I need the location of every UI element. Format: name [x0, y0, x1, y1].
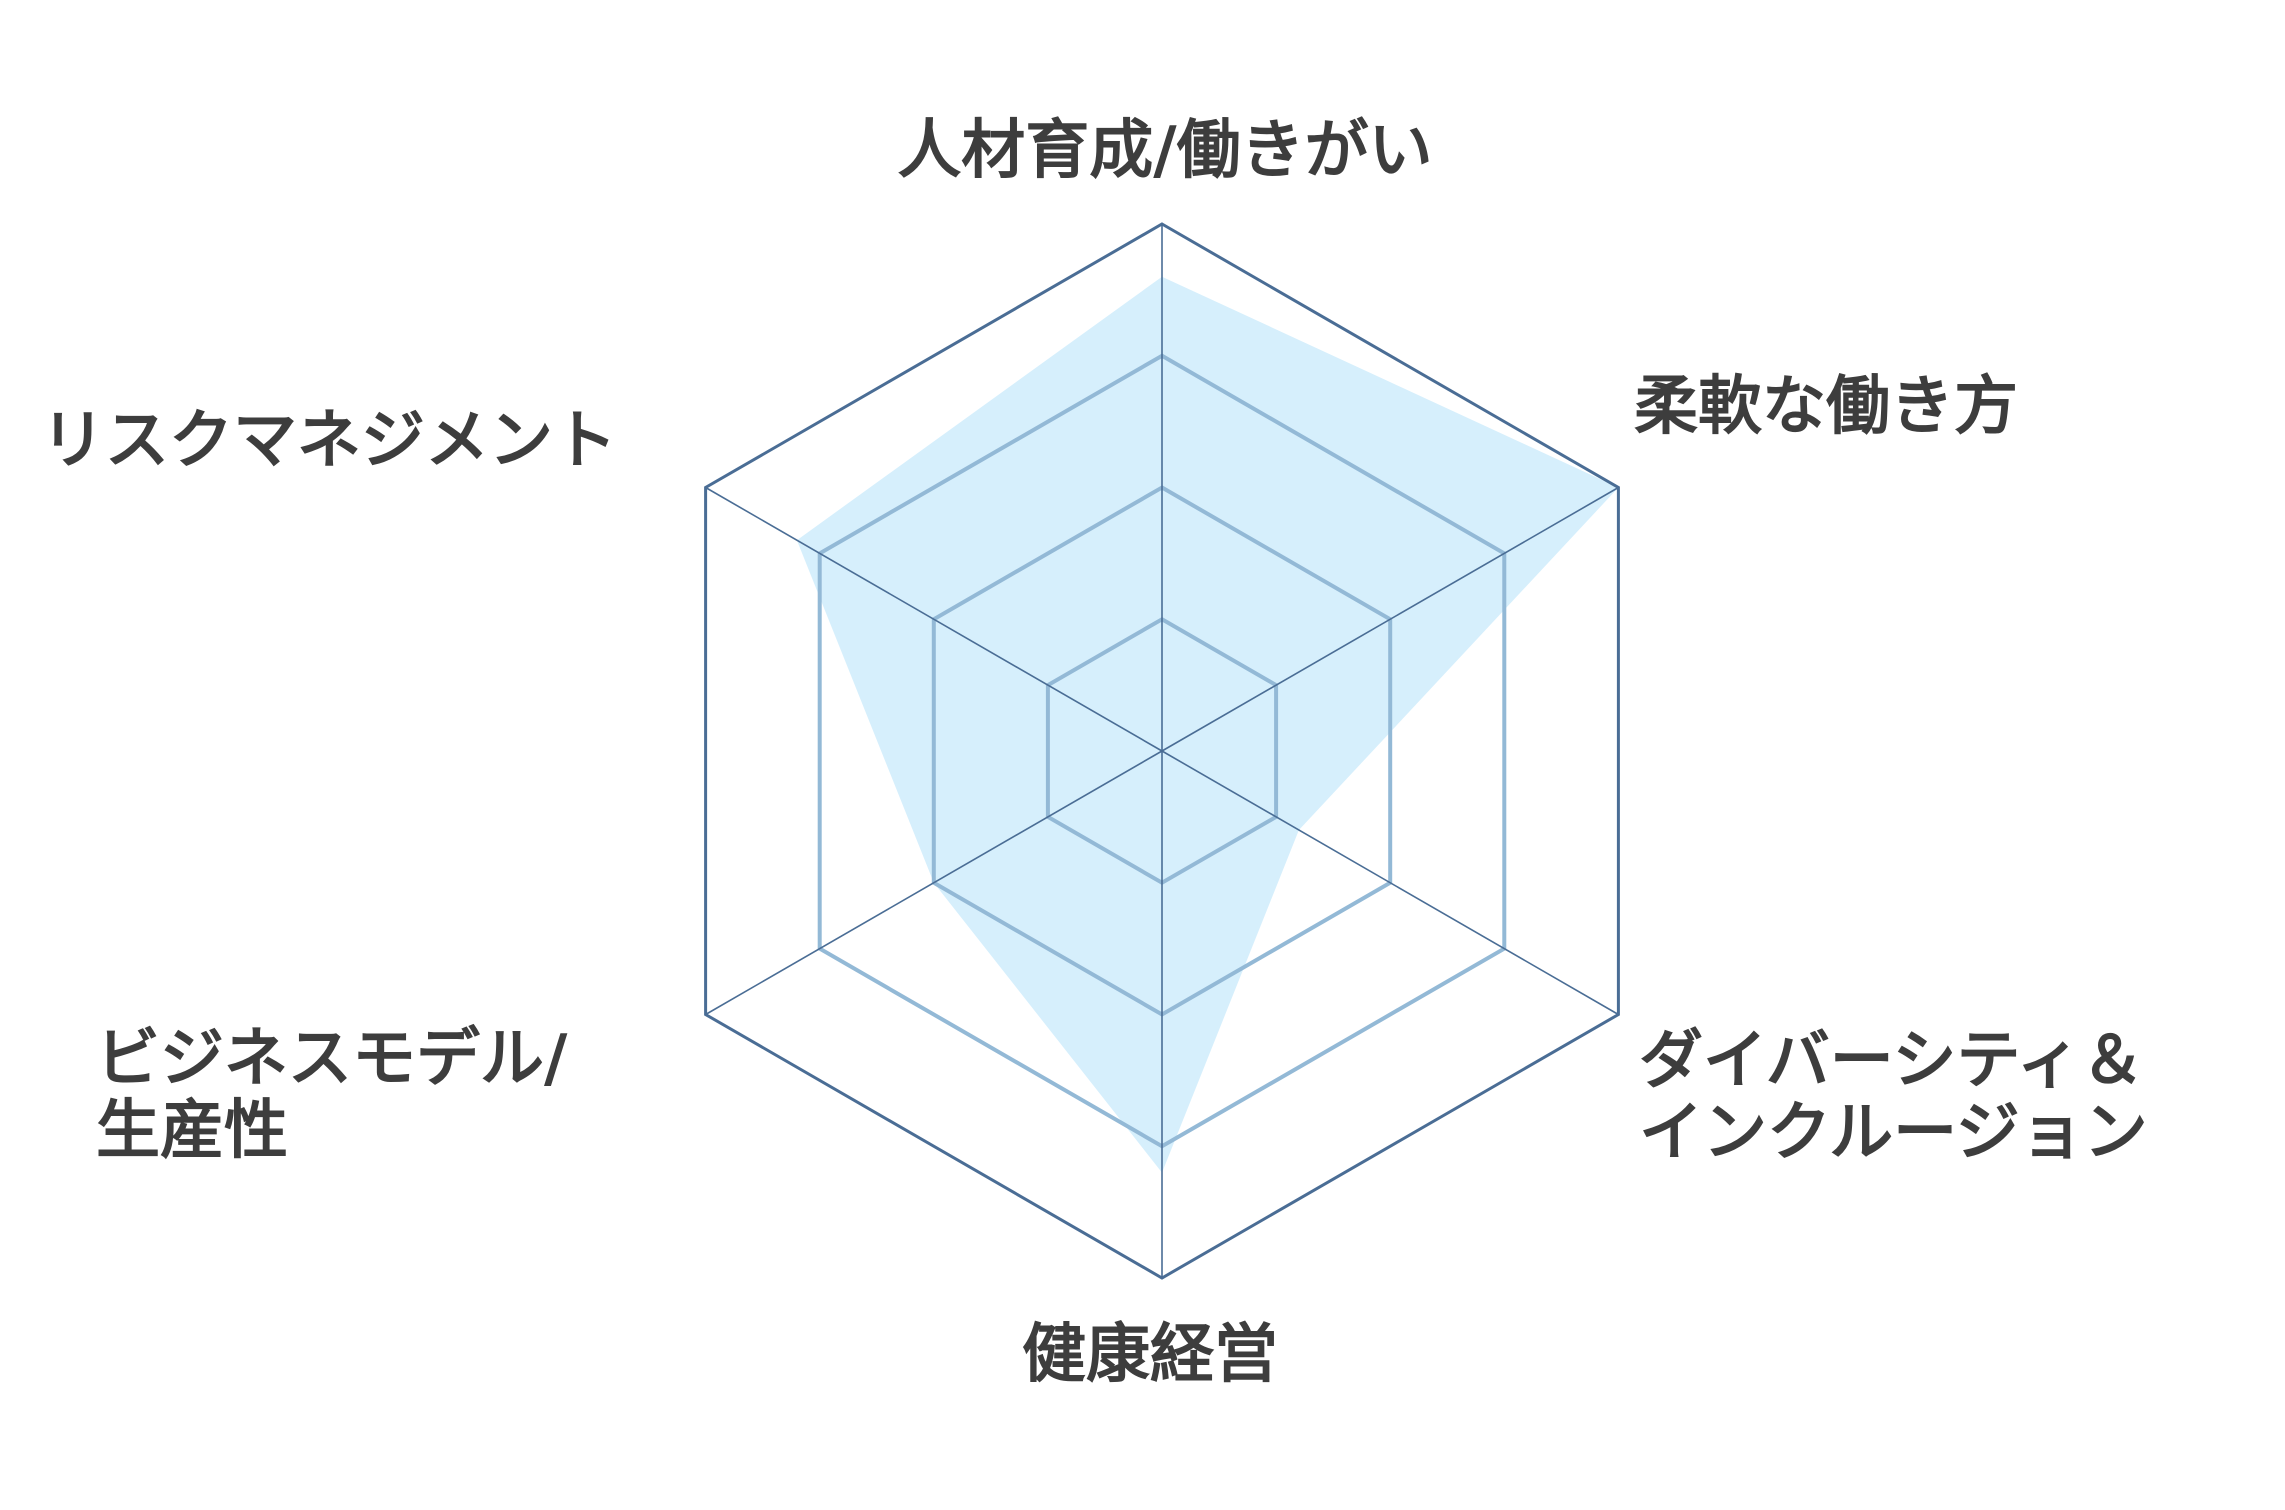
axis-line-4 [705, 750, 1163, 1016]
axis-label-health-management: 健康経営 [1022, 1318, 1278, 1392]
axis-label-risk-management: リスクマネジメント [41, 404, 617, 478]
axis-label-talent-development: 人材育成/働きがい [897, 114, 1432, 188]
axis-line-2 [1161, 750, 1619, 1016]
axis-line-5 [705, 486, 1163, 752]
axis-label-diversity-inclusion: ダイバーシティ＆ インクルージョン [1639, 1024, 2167, 1170]
axis-line-1 [1161, 486, 1619, 752]
axis-label-business-model-productivity: ビジネスモデル/ 生産性 [96, 1022, 590, 1168]
axis-label-flexible-work: 柔軟な働き方 [1634, 370, 2018, 444]
